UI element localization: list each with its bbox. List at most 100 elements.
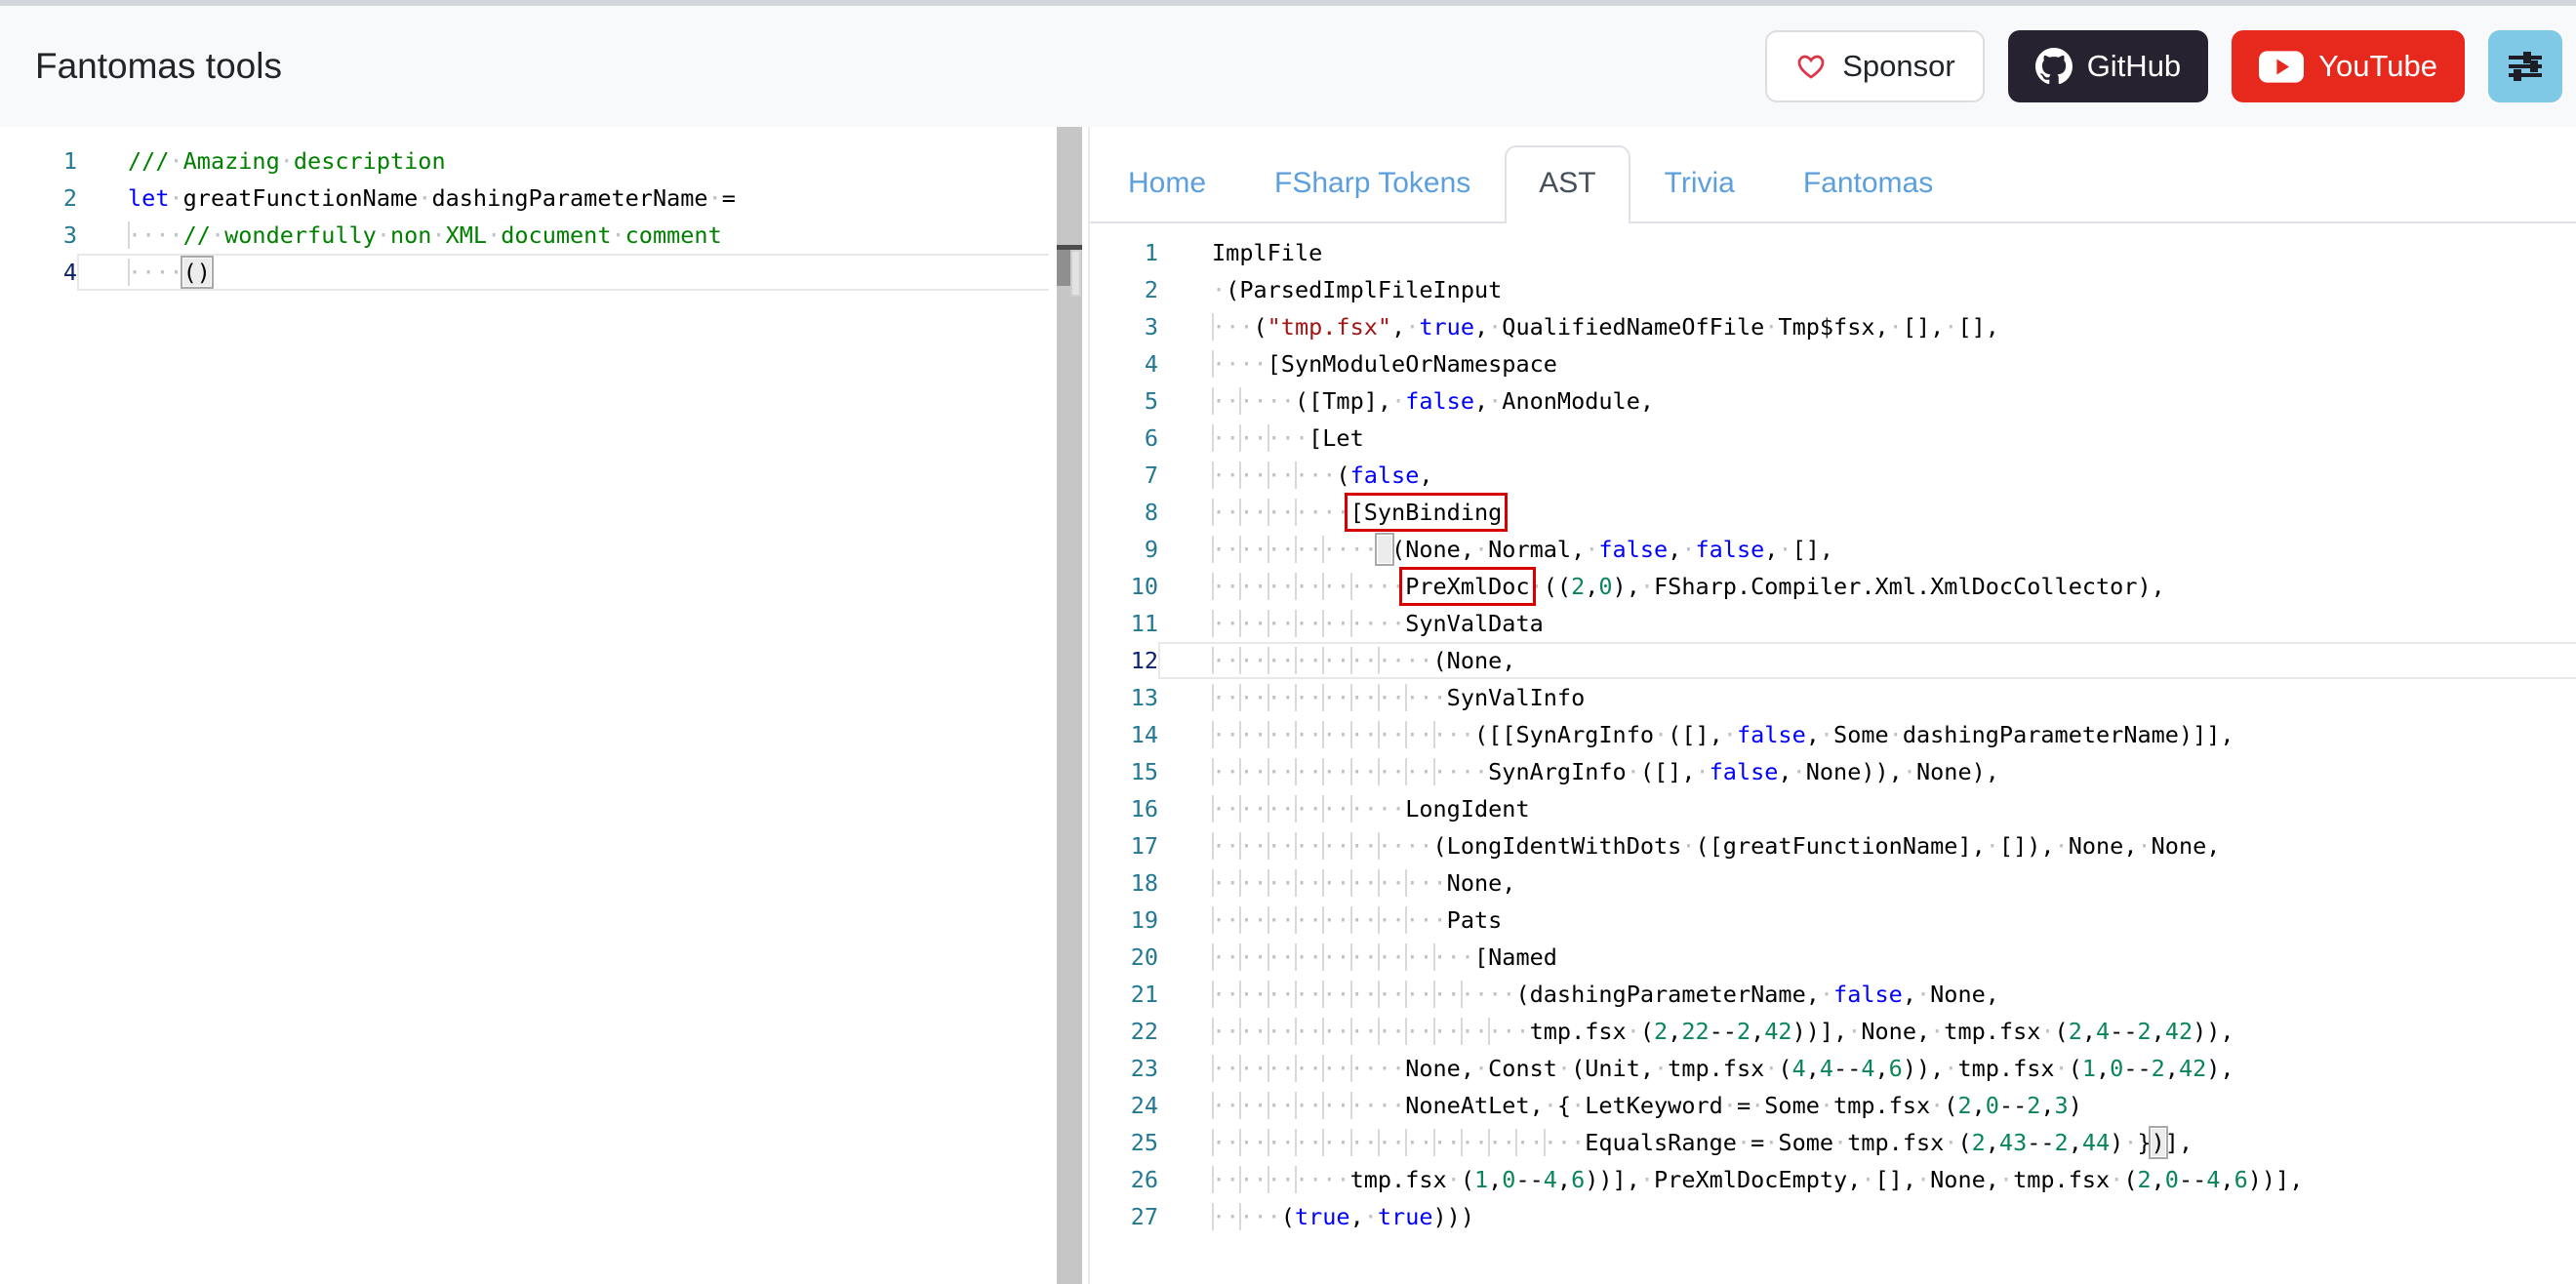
code-line[interactable]: 27·····(true,·true))): [1090, 1198, 2576, 1235]
code-text: ·(ParsedImplFileInput: [1212, 276, 1503, 303]
tab-home[interactable]: Home: [1128, 167, 1207, 199]
code-text: ·················None,: [1212, 869, 1516, 897]
line-number: 21: [1130, 981, 1158, 1008]
code-text: ··············None,·Const·(Unit,·tmp.fsx…: [1212, 1055, 2234, 1082]
ast-node-highlight-box: [SynBinding: [1344, 493, 1509, 532]
code-line[interactable]: 22·······················tmp.fsx·(2,22--…: [1090, 1013, 2576, 1050]
code-text: ///·Amazing·description: [128, 147, 446, 175]
page-top-border: [0, 0, 2576, 6]
code-text: ···("tmp.fsx",·true,·QualifiedNameOfFile…: [1212, 313, 1999, 341]
line-number: 3: [62, 221, 77, 249]
line-number: 10: [1130, 573, 1158, 600]
code-line[interactable]: 4····[SynModuleOrNamespace: [1090, 345, 2576, 382]
code-line[interactable]: 20 ···················[Named: [1090, 939, 2576, 976]
code-line[interactable]: 25 ···························EqualsRange…: [1090, 1124, 2576, 1161]
code-line[interactable]: 11··············SynValData: [1090, 605, 2576, 642]
code-line[interactable]: 9 ············ (None,·Normal,·false,·fals…: [1090, 531, 2576, 568]
result-tabs: Home FSharp Tokens AST Trivia Fantomas: [1090, 127, 2576, 223]
code-line[interactable]: 14 ···················([[SynArgInfo·([],·…: [1090, 716, 2576, 753]
code-text: ··········[SynBinding: [1212, 493, 1509, 532]
code-line[interactable]: 23··············None,·Const·(Unit,·tmp.f…: [1090, 1050, 2576, 1087]
line-number: 16: [1130, 795, 1158, 823]
sponsor-button[interactable]: Sponsor: [1765, 30, 1985, 102]
line-number: 5: [1144, 387, 1158, 415]
heart-icon: [1794, 51, 1828, 82]
github-button[interactable]: GitHub: [2007, 30, 2209, 102]
youtube-label: YouTube: [2318, 49, 2437, 83]
code-line[interactable]: 15····················SynArgInfo·([],·fa…: [1090, 753, 2576, 790]
editor-right-margin: [1049, 127, 1057, 1284]
code-line[interactable]: 7·········(false,: [1090, 457, 2576, 494]
line-number: 12: [1130, 647, 1158, 674]
youtube-button[interactable]: YouTube: [2232, 30, 2465, 102]
code-line[interactable]: 5 ······([Tmp],·false,·AnonModule,: [1090, 382, 2576, 420]
code-text: ····················SynArgInfo·([],·fals…: [1212, 758, 1999, 785]
code-text: ····(): [77, 254, 1049, 291]
code-text: ·················Pats: [1212, 906, 1503, 934]
header: Fantomas tools Sponsor GitHub: [0, 6, 2576, 127]
line-number: 2: [1144, 276, 1158, 303]
code-text: ······················(dashingParameterN…: [1212, 981, 1999, 1008]
code-line[interactable]: 4····(): [0, 254, 1049, 291]
code-text: ·······[Let: [1212, 424, 1364, 452]
code-line[interactable]: 13·················SynValInfo: [1090, 679, 2576, 716]
github-icon: [2034, 48, 2073, 85]
code-line[interactable]: 21 ······················(dashingParamete…: [1090, 976, 2576, 1013]
code-text: ···························EqualsRange·=…: [1212, 1126, 2194, 1159]
overview-bracket-marker: [1070, 250, 1081, 297]
code-text: ············ (None,·Normal,·false,·false…: [1212, 533, 1834, 566]
code-line[interactable]: 18·················None,: [1090, 864, 2576, 902]
code-text: ··············NoneAtLet,·{·LetKeyword·=·…: [1212, 1092, 2082, 1119]
ast-node-highlight-box: PreXmlDoc: [1399, 567, 1536, 606]
line-number: 27: [1130, 1203, 1158, 1230]
line-number: 22: [1130, 1018, 1158, 1045]
code-text: ImplFile: [1212, 239, 1323, 266]
code-line[interactable]: 12················(None,: [1090, 642, 2576, 679]
code-line[interactable]: 6·······[Let: [1090, 420, 2576, 457]
code-text: ··············SynValData: [1212, 610, 1544, 637]
code-line[interactable]: 16··············LongIdent: [1090, 790, 2576, 827]
line-number: 24: [1130, 1092, 1158, 1119]
line-number: 9: [1144, 536, 1158, 563]
code-line[interactable]: 1 ///·Amazing·description: [0, 142, 1049, 180]
line-number: 2: [62, 184, 77, 212]
code-text: ····//·wonderfully·non·XML·document·comm…: [128, 221, 722, 249]
code-text: ··············PreXmlDoc·((2,0),·FSharp.C…: [1212, 567, 2165, 606]
code-text: ···················([[SynArgInfo·([],·fa…: [1212, 721, 2234, 748]
header-actions: Sponsor GitHub YouTube: [1765, 30, 2562, 102]
code-line[interactable]: 19·················Pats: [1090, 902, 2576, 939]
code-line[interactable]: 3 ····//·wonderfully·non·XML·document·com…: [0, 217, 1049, 254]
sponsor-label: Sponsor: [1842, 49, 1955, 83]
panel-splitter[interactable]: [1057, 127, 1082, 1284]
code-line[interactable]: 26··········tmp.fsx·(1,0--4,6))],·PreXml…: [1090, 1161, 2576, 1198]
line-number: 3: [1144, 313, 1158, 341]
tab-fsharp-tokens[interactable]: FSharp Tokens: [1274, 167, 1471, 199]
line-number: 25: [1130, 1129, 1158, 1156]
code-line[interactable]: 24 ··············NoneAtLet,·{·LetKeyword·…: [1090, 1087, 2576, 1124]
overview-cursor-marker: [1057, 250, 1070, 286]
code-text: ················(LongIdentWithDots·([gre…: [1212, 832, 2221, 860]
code-line[interactable]: 8 ··········[SynBinding: [1090, 493, 2576, 532]
line-number: 14: [1130, 721, 1158, 748]
line-number: 8: [1144, 499, 1158, 526]
line-number: 4: [1144, 350, 1158, 378]
code-line[interactable]: 17················(LongIdentWithDots·([g…: [1090, 827, 2576, 864]
youtube-icon: [2259, 50, 2305, 83]
code-line[interactable]: 10 ··············PreXmlDoc·((2,0),·FSharp…: [1090, 567, 2576, 606]
tab-trivia[interactable]: Trivia: [1664, 167, 1735, 199]
tab-fantomas[interactable]: Fantomas: [1802, 167, 1934, 199]
line-number: 20: [1130, 943, 1158, 971]
code-line[interactable]: 2 ·(ParsedImplFileInput: [1090, 271, 2576, 308]
tab-ast[interactable]: AST: [1505, 145, 1630, 223]
settings-button[interactable]: [2488, 30, 2562, 102]
code-line[interactable]: 3 ···("tmp.fsx",·true,·QualifiedNameOfFil…: [1090, 308, 2576, 345]
line-number: 1: [62, 147, 77, 175]
line-number: 4: [62, 259, 77, 286]
code-text: ······([Tmp],·false,·AnonModule,: [1212, 387, 1654, 415]
code-text: ···················[Named: [1212, 943, 1557, 971]
